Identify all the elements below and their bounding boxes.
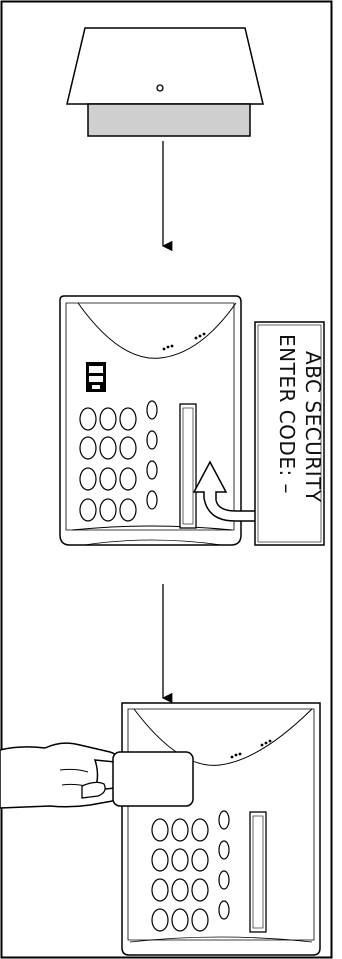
card-slot	[249, 811, 267, 933]
card-slot	[179, 403, 197, 529]
display-line-1: ABC SECURITY	[301, 351, 325, 503]
brand-logo-icon	[86, 362, 106, 392]
hand-icon	[0, 742, 119, 809]
curved-arrow-icon	[192, 460, 259, 522]
display-callout: ABC SECURITY ENTER CODE: –	[254, 321, 325, 546]
cover-plate-top	[66, 27, 264, 105]
screw-icon	[156, 84, 164, 92]
thumb	[81, 781, 106, 799]
keypad-reader	[59, 295, 259, 546]
display-line-2: ENTER CODE: –	[275, 334, 299, 494]
keypad-keys	[79, 400, 158, 522]
cover-plate	[66, 27, 264, 137]
keypad-keys	[151, 810, 230, 932]
led-indicators	[162, 332, 206, 351]
keypad-reader-card-presented	[121, 702, 321, 956]
led-indicators	[230, 739, 272, 759]
card-icon	[112, 751, 194, 807]
diagram-frame	[0, 0, 333, 959]
cover-plate-body	[87, 103, 251, 137]
